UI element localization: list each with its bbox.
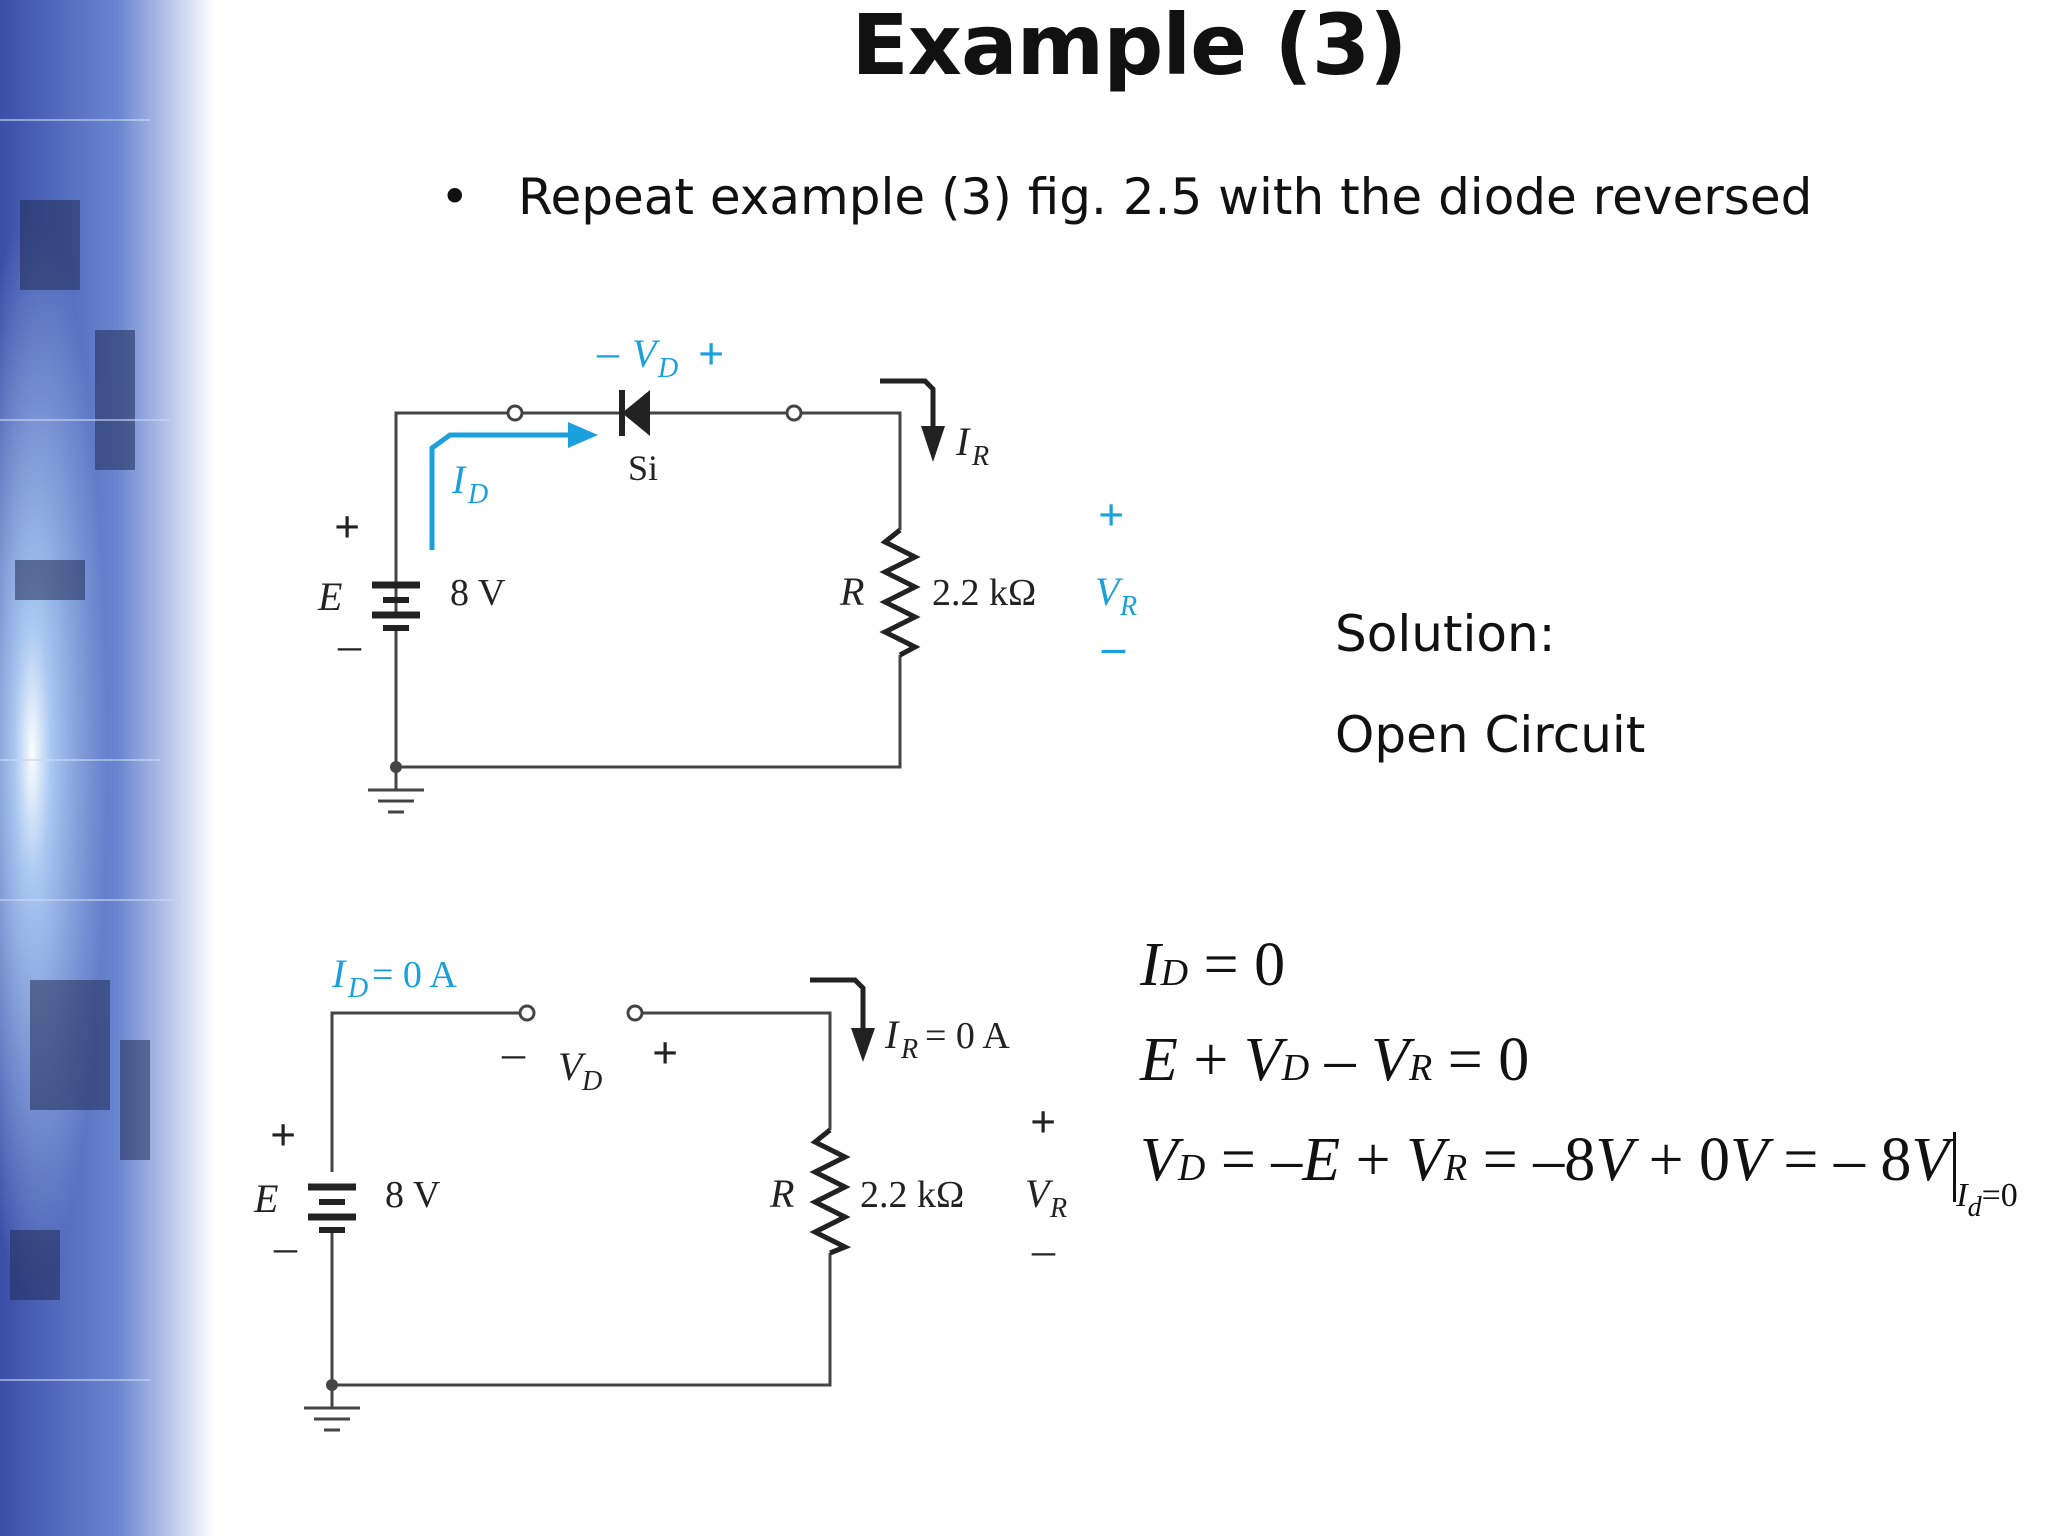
- resistor-zigzag: [879, 528, 921, 658]
- ir-current-arrow: [880, 378, 945, 462]
- bullet-dot: •: [440, 168, 470, 226]
- eval-bar: [1953, 1132, 1957, 1202]
- wire-bottom: [394, 627, 902, 769]
- ground-node: [326, 1379, 338, 1391]
- id-label: I: [331, 951, 347, 996]
- diode-label: Si: [628, 448, 658, 488]
- ir-current-arrow: [810, 977, 875, 1062]
- vd-label: V: [558, 1044, 587, 1089]
- vd-label: V: [632, 331, 661, 376]
- equation-id: ID = 0: [1140, 931, 1286, 999]
- id-value: = 0 A: [372, 954, 457, 996]
- eval-condition: Id=0: [1956, 1177, 2018, 1223]
- vr-subscript: R: [1119, 591, 1137, 622]
- battery-symbol: [308, 1183, 356, 1233]
- wire-top-left: [394, 411, 508, 612]
- vd-plus-sign: +: [698, 328, 724, 379]
- terminal-right: [785, 404, 803, 422]
- wire-top-left: [330, 1011, 520, 1172]
- vr-minus-sign: –: [1031, 1224, 1056, 1275]
- vd-minus-sign: –: [501, 1027, 526, 1078]
- id-subscript: D: [347, 973, 368, 1004]
- solution-result: Open Circuit: [1335, 706, 1646, 764]
- ir-label: I: [884, 1012, 900, 1057]
- equation-kvl: E + VD – VR = 0: [1140, 1026, 1530, 1094]
- wire-right: [642, 1011, 832, 1130]
- vd-subscript: D: [657, 353, 678, 384]
- resistor-zigzag: [809, 1128, 852, 1256]
- e-plus-sign: +: [270, 1109, 296, 1160]
- bullet-text: Repeat example (3) fig. 2.5 with the dio…: [518, 168, 1813, 226]
- circuit-diagram-forward: – V D + Si I D I R + E – 8 V R 2.2 kΩ + …: [317, 328, 1137, 814]
- id-subscript: D: [467, 479, 488, 510]
- ir-value: = 0 A: [925, 1015, 1010, 1057]
- terminal-left: [518, 1004, 536, 1022]
- wire-bottom: [330, 1228, 832, 1387]
- vr-plus-sign: +: [1098, 489, 1124, 540]
- slide-title: Example (3): [851, 0, 1407, 94]
- resistor-value: 2.2 kΩ: [932, 572, 1036, 614]
- terminal-right: [626, 1004, 644, 1022]
- battery-voltage: 8 V: [385, 1174, 441, 1216]
- vd-minus-sign: –: [596, 328, 620, 377]
- equation-vd: VD = –E + VR = –8V + 0V = – 8VId=0: [1140, 1126, 2018, 1223]
- ground-node: [390, 761, 402, 773]
- vr-plus-sign: +: [1030, 1096, 1056, 1147]
- id-current-arrow: [429, 422, 598, 550]
- circuit-diagram-open: I D = 0 A – V D + I R = 0 A + E – 8 V R …: [253, 951, 1067, 1432]
- side-decoration-image: [0, 0, 215, 1536]
- resistor-label: R: [769, 1171, 794, 1216]
- vd-subscript: D: [581, 1066, 602, 1097]
- e-label: E: [253, 1176, 278, 1221]
- vr-subscript: R: [1049, 1193, 1067, 1224]
- ir-subscript: R: [900, 1034, 918, 1065]
- wire-right: [801, 411, 902, 530]
- vr-label: V: [1025, 1171, 1054, 1216]
- resistor-value: 2.2 kΩ: [860, 1174, 964, 1216]
- solution-heading: Solution:: [1335, 605, 1556, 663]
- vr-minus-sign: –: [1101, 621, 1126, 672]
- vr-label: V: [1095, 569, 1124, 614]
- diode-symbol: [619, 390, 650, 436]
- battery-symbol: [372, 581, 420, 631]
- terminal-left: [506, 404, 524, 422]
- e-minus-sign: –: [337, 619, 362, 670]
- ir-subscript: R: [971, 441, 989, 472]
- e-minus-sign: –: [273, 1221, 298, 1272]
- e-plus-sign: +: [334, 501, 360, 552]
- vd-plus-sign: +: [652, 1027, 678, 1078]
- e-label: E: [317, 574, 342, 619]
- id-label: I: [451, 457, 467, 502]
- ir-label: I: [955, 419, 971, 464]
- battery-voltage: 8 V: [450, 572, 506, 614]
- resistor-label: R: [839, 569, 864, 614]
